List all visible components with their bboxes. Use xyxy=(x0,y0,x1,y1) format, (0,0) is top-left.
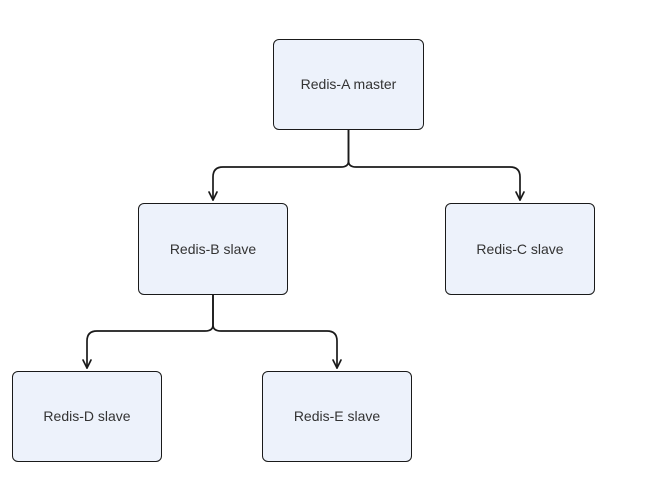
edge-redis-a-to-redis-b xyxy=(208,129,350,201)
node-redis-a-master: Redis-A master xyxy=(273,39,424,130)
node-label: Redis-C slave xyxy=(476,240,564,257)
edge-redis-a-to-redis-c xyxy=(347,129,525,201)
edge-redis-b-to-redis-e xyxy=(212,294,342,369)
node-label: Redis-D slave xyxy=(43,408,131,425)
node-label: Redis-E slave xyxy=(293,408,381,425)
node-label: Redis-A master xyxy=(300,76,397,93)
node-label: Redis-B slave xyxy=(169,240,257,257)
node-redis-d-slave: Redis-D slave xyxy=(12,371,162,462)
node-redis-c-slave: Redis-C slave xyxy=(445,203,595,295)
edge-redis-b-to-redis-d xyxy=(82,294,214,369)
node-redis-b-slave: Redis-B slave xyxy=(138,203,288,295)
node-redis-e-slave: Redis-E slave xyxy=(262,371,412,462)
